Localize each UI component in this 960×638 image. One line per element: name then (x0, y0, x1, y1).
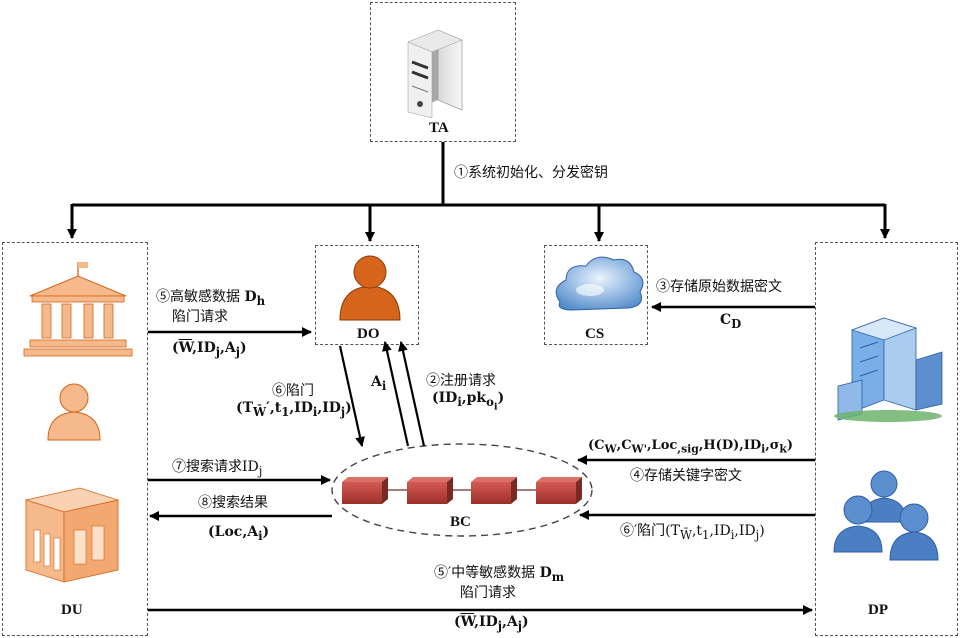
step3-title: ③存储原始数据密文 (656, 279, 782, 295)
step5-prime-payload: (W,IDj,Aj) (454, 614, 529, 633)
cs-label: CS (585, 326, 605, 342)
step4-payload: (CW,CW',Loc,sig,H(D),IDi,σk) (588, 438, 794, 456)
blockchain-icon (331, 443, 593, 537)
do-person-icon (339, 255, 401, 321)
dp-label: DP (868, 602, 888, 618)
institution-icon (23, 262, 133, 357)
ai-label: Ai (371, 374, 387, 393)
step7-label: ⑦搜索请求IDj (172, 459, 263, 478)
cloud-icon (555, 256, 644, 311)
step2-payload: (IDi,pkoi) (432, 390, 505, 413)
step8-payload: (Loc,Ai) (208, 524, 270, 543)
step2-title: ②注册请求 (426, 373, 496, 389)
step1-distribution-lines (67, 142, 890, 242)
step1-label: ①系统初始化、分发密钥 (454, 165, 608, 181)
step6-payload: (TW̄′,t1,IDi,IDj) (236, 400, 352, 419)
building-icon (24, 487, 120, 583)
arrow-bc-to-do-ai (382, 341, 410, 447)
dp-box (815, 242, 958, 636)
group-icon (833, 470, 939, 561)
step5-title: ⑤高敏感数据 Dh (156, 289, 266, 308)
du-label: DU (61, 602, 83, 618)
step5-subtitle: 陷门请求 (172, 309, 228, 325)
step3-payload: CD (720, 312, 742, 331)
step4-title: ④存储关键字密文 (630, 468, 742, 484)
du-box (2, 242, 148, 636)
du-person-icon (47, 383, 101, 441)
step6-title: ⑥陷门 (272, 383, 314, 399)
step6-prime-label: ⑥′陷门(TW̄,t1,IDi,IDj) (620, 523, 765, 542)
step5-prime-title: ⑤′中等敏感数据 Dm (434, 565, 565, 584)
step8-title: ⑧搜索结果 (198, 495, 268, 511)
step5-payload: (W,IDj,Aj) (172, 340, 247, 359)
server-icon (407, 29, 463, 119)
office-tower-icon (834, 317, 943, 422)
bc-label: BC (450, 514, 471, 530)
do-box (315, 245, 419, 345)
do-label: DO (357, 326, 380, 342)
ta-box (370, 2, 516, 142)
arrow-do-register (398, 341, 426, 447)
flow-arrows (148, 302, 815, 615)
cs-box (544, 245, 648, 345)
ta-label: TA (429, 120, 449, 136)
arrow-do-to-bc-trapdoor (338, 345, 365, 447)
step5-prime-subtitle: 陷门请求 (460, 585, 516, 601)
